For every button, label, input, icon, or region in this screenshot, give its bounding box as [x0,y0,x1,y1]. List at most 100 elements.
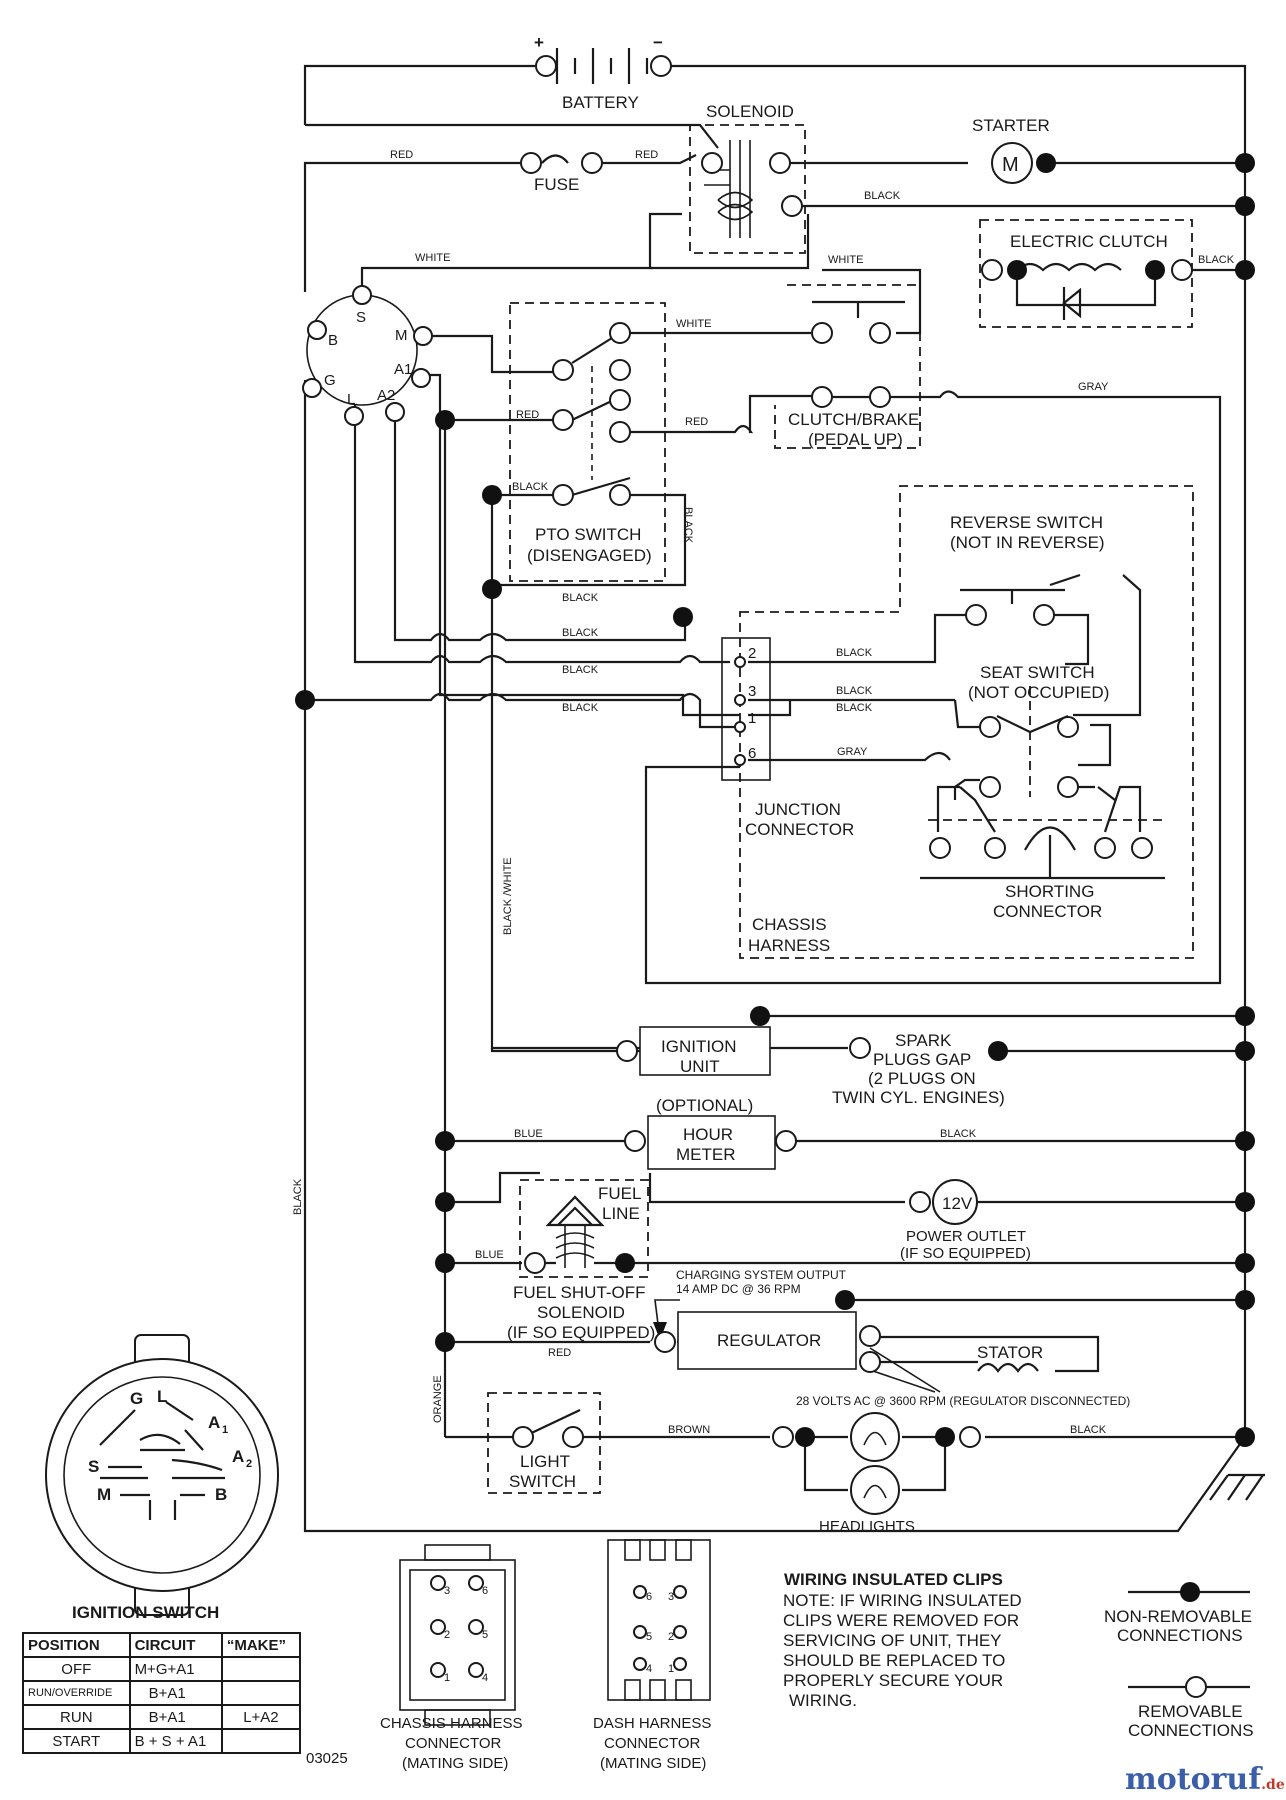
cell-make [220,1680,302,1706]
electric-clutch-label: ELECTRIC CLUTCH [1010,232,1168,251]
stator-arrows [653,1299,941,1393]
clutch-brake-contacts [812,300,905,318]
stator-label: STATOR [977,1343,1043,1362]
spark-label-1: SPARK [895,1031,952,1050]
solenoid-label: SOLENOID [706,102,794,121]
face-g: G [130,1389,143,1408]
wire-black-j3: BLACK [836,685,873,697]
clips-note-1: NOTE: IF WIRING INSULATED [783,1591,1022,1610]
cell-position: RUN/OVERRIDE [22,1680,131,1706]
junction-pins: 2 3 1 6 [748,645,756,762]
battery-plus: + [534,33,544,52]
regulator-label: REGULATOR [717,1331,821,1350]
jc-pin-6: 6 [748,745,756,762]
clutch-brake-label-1: CLUTCH/BRAKE [788,410,919,429]
light-switch-label-1: LIGHT [520,1452,570,1471]
face-l: L [157,1387,167,1406]
jc-pin-1: 1 [748,710,756,727]
wire-blue-1: BLUE [514,1128,543,1140]
brand-watermark: motoruf.de [1125,1762,1285,1797]
ign-terminal-g: G [324,372,336,389]
starter-motor: M STARTER [972,116,1050,184]
wire-black-b2: BLACK [562,627,599,639]
fuel-solenoid-label-1: FUEL SHUT-OFF [513,1283,646,1302]
face-a1: A [208,1413,220,1432]
shorting-label-1: SHORTING [1005,882,1094,901]
nonremovable-connections [295,153,1255,1447]
cell-circuit: M+G+A1 [128,1656,223,1682]
wire-red-4: RED [685,416,708,428]
table-row: START B + S + A1 [22,1728,302,1754]
seat-switch-label-2: (NOT OCCUPIED) [968,683,1109,702]
pin-e4: 4 [646,1663,652,1675]
wiring-clips-note: WIRING INSULATED CLIPS NOTE: IF WIRING I… [783,1570,1022,1710]
pin-e2: 2 [668,1631,674,1643]
chassis-harness-label-1: CHASSIS [752,915,827,934]
cell-position: OFF [22,1656,131,1682]
pin-d3: 3 [444,1585,450,1597]
starter-m: M [1002,154,1019,176]
connection-legend: NON-REMOVABLE CONNECTIONS REMOVABLE CONN… [1104,1582,1254,1740]
cell-circuit: B+A1 [128,1704,223,1730]
wire-white-3: WHITE [676,318,711,330]
dash-conn-label-2: CONNECTOR [604,1735,701,1752]
pto-switch-contacts [571,332,631,497]
col-circuit: CIRCUIT [128,1632,223,1658]
face-a2: A [232,1447,244,1466]
junction-label-1: JUNCTION [755,800,841,819]
starter-label: STARTER [972,116,1050,135]
main-wires [303,64,1265,1533]
wire-black-hour: BLACK [940,1128,977,1140]
brand-name: motoruf [1125,1762,1262,1797]
battery-label: BATTERY [562,93,639,112]
wire-gray-1: GRAY [1078,381,1109,393]
hour-meter-label-2: METER [676,1145,736,1164]
component-boxes [639,637,978,1370]
fuel-line-label-2: LINE [602,1204,640,1223]
wire-black-b4: BLACK [562,702,599,714]
power-outlet-label-2: (IF SO EQUIPPED) [900,1245,1031,1262]
headlights-symbol [850,1412,900,1515]
junction-label-2: CONNECTOR [745,820,854,839]
ign-terminal-m: M [395,327,408,344]
wire-brown: BROWN [668,1424,710,1436]
ignition-switch-schematic: S B M A1 G L A2 [302,285,433,426]
pin-e1: 1 [668,1663,674,1675]
wire-labels: RED RED RED RED RED WHITE WHITE WHITE BL… [292,149,1235,1436]
wire-black-b1: BLACK [562,592,599,604]
cell-position: RUN [22,1704,131,1730]
ignition-position-table: POSITION CIRCUIT “MAKE” OFF M+G+A1 RUN/O… [22,1632,302,1754]
fuse-label: FUSE [534,175,579,194]
legend-nonremovable-1: NON-REMOVABLE [1104,1607,1252,1626]
cell-circuit: B+A1 [128,1680,223,1706]
pin-d6: 6 [482,1585,488,1597]
ign-terminal-l: L [347,391,355,408]
pto-switch-label-2: (DISENGAGED) [527,546,652,565]
volts-ac-label: 28 VOLTS AC @ 3600 RPM (REGULATOR DISCON… [796,1394,1130,1408]
clips-note-5: PROPERLY SECURE YOUR [783,1671,1003,1690]
clutch-brake-label-2: (PEDAL UP) [808,430,903,449]
cell-make [220,1728,302,1754]
clips-note-4: SHOULD BE REPLACED TO [783,1651,1005,1670]
wire-black-sol: BLACK [864,190,901,202]
wire-blue-2: BLUE [475,1249,504,1261]
fuel-line-label-1: FUEL [598,1184,641,1203]
ign-terminal-a1: A1 [394,361,412,378]
jc-pin-3: 3 [748,683,756,700]
wire-black-left: BLACK [292,1178,304,1215]
pin-d1: 1 [444,1672,450,1684]
wire-black-j1: BLACK [836,702,873,714]
dash-harness-connector: 6 3 5 2 4 1 [607,1539,711,1701]
charging-label-2: 14 AMP DC @ 36 RPM [676,1282,801,1296]
cell-circuit: B + S + A1 [128,1728,223,1754]
cell-make [220,1656,302,1682]
wire-black-white: BLACK /WHITE [502,857,514,935]
shorting-label-2: CONNECTOR [993,902,1102,921]
wire-black-clutch: BLACK [1198,254,1235,266]
face-s: S [88,1457,99,1476]
dashed-enclosures [487,124,1194,1494]
table-header-row: POSITION CIRCUIT “MAKE” [22,1632,302,1658]
chassis-conn-label-2: CONNECTOR [405,1735,502,1752]
removable-connections [512,152,1193,1448]
